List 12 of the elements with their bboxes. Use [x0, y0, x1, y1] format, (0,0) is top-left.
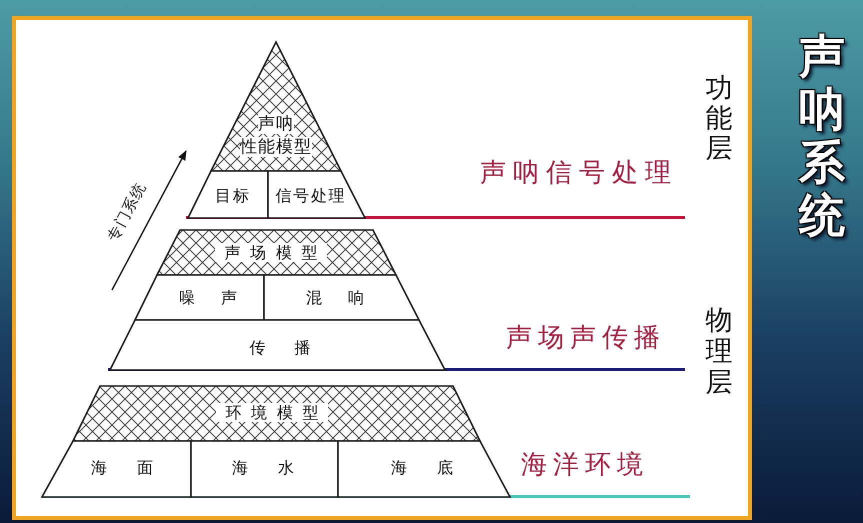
arrow-label: 专门系统 — [104, 180, 150, 244]
layer-caption: 声呐信号处理 — [480, 158, 678, 188]
pyramid-cell: 海底 — [338, 441, 510, 497]
vertical-title: 声呐系统 — [798, 30, 846, 242]
layer-caption: 声场声传播 — [506, 323, 666, 353]
hatched-band: 环境模型 — [73, 386, 480, 441]
layer-caption: 海洋环境 — [521, 450, 649, 480]
layer-label: 功能层 — [704, 74, 734, 164]
pyramid-cell: 海水 — [191, 441, 338, 497]
pyramid-cell: 混响 — [264, 275, 419, 320]
layer-label: 物理层 — [704, 305, 734, 398]
hatched-triangle: 声呐性能模型 — [211, 42, 341, 171]
